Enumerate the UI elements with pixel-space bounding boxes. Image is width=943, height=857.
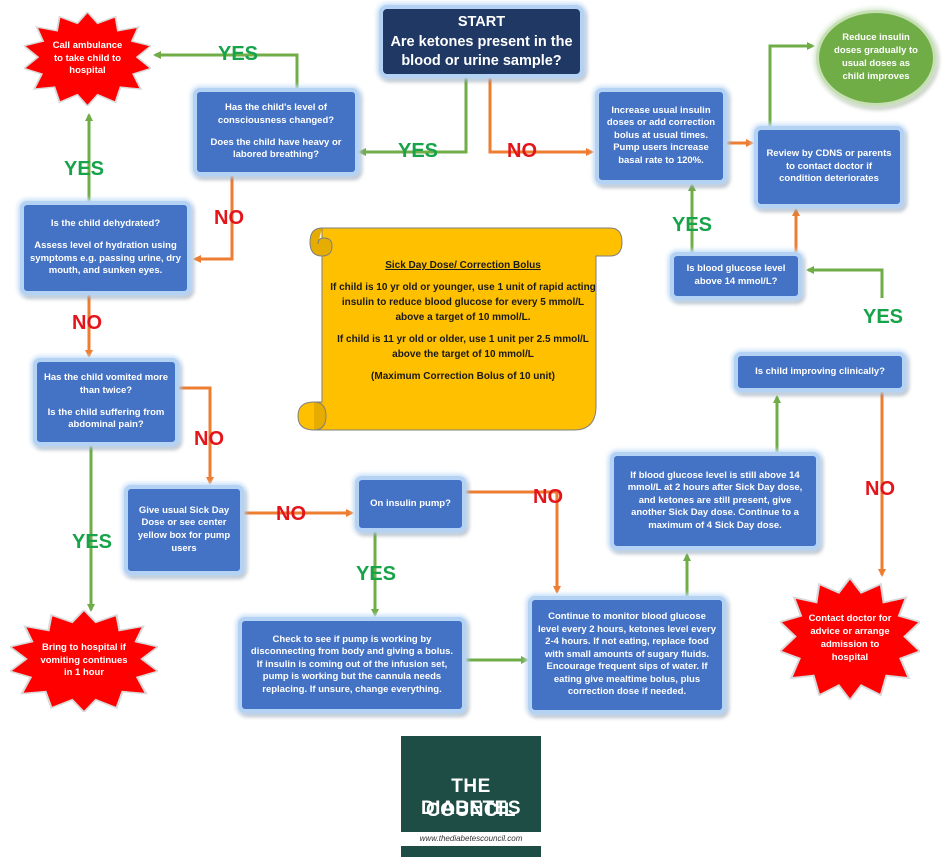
ambulance-burst: Call ambulance to take child to hospital — [24, 12, 151, 106]
abdominal-pain-question: Is the child suffering from abdominal pa… — [47, 406, 165, 431]
monitor-text: Continue to monitor blood glucose level … — [538, 611, 716, 698]
vomited-box: Has the child vomited more than twice? I… — [33, 358, 179, 446]
start-box: START Are ketones present in the blood o… — [379, 5, 584, 78]
start-question: Are ketones present in the blood or urin… — [390, 34, 573, 69]
no-label: NO — [214, 207, 244, 229]
yes-label: YES — [398, 140, 439, 162]
insulin-pump-question: On insulin pump? — [370, 497, 451, 509]
increase-insulin-text: Increase usual insulin doses or add corr… — [606, 104, 716, 166]
no-label: NO — [533, 486, 563, 508]
scroll-max-bolus: (Maximum Correction Bolus of 10 unit) — [371, 371, 555, 382]
start-heading: START — [457, 13, 506, 30]
burst-shape — [10, 610, 158, 712]
burst-shape — [24, 12, 151, 106]
dehydrated-question: Is the child dehydrated? — [50, 218, 161, 230]
bring-hospital-text: Bring to hospital if vomiting continues … — [40, 641, 128, 679]
yes-label: YES — [863, 306, 904, 328]
logo-line1: THE DIABETES — [420, 776, 522, 819]
no-label: NO — [507, 140, 537, 162]
glucose-above-question: Is blood glucose level above 14 mmol/L? — [686, 263, 786, 287]
logo-line2: COUNCIL — [425, 800, 517, 821]
no-label: NO — [276, 503, 306, 525]
scroll-title: Sick Day Dose/ Correction Bolus — [385, 260, 541, 271]
logo-url: www.thediabetescouncil.com — [401, 832, 541, 846]
ambulance-text: Call ambulance to take child to hospital — [52, 39, 123, 77]
review-box: Review by CDNS or parents to contact doc… — [754, 126, 904, 208]
give-sick-day-box: Give usual Sick Day Dose or see center y… — [124, 485, 244, 575]
consciousness-question: Has the child's level of consciousness c… — [217, 102, 335, 126]
breathing-question: Does the child have heavy or labored bre… — [210, 136, 342, 161]
monitor-box: Continue to monitor blood glucose level … — [528, 596, 726, 714]
review-text: Review by CDNS or parents to contact doc… — [766, 148, 892, 185]
contact-doctor-burst: Contact doctor for advice or arrange adm… — [780, 578, 920, 700]
improving-box: Is child improving clinically? — [734, 352, 906, 392]
yes-label: YES — [218, 43, 259, 65]
vomited-question: Has the child vomited more than twice? — [43, 372, 169, 396]
check-pump-box: Check to see if pump is working by disco… — [238, 617, 466, 713]
no-label: NO — [72, 312, 102, 334]
scroll-old-rule: If child is 11 yr old or older, use 1 un… — [337, 334, 589, 360]
no-label: NO — [194, 428, 224, 450]
no-label: NO — [865, 478, 895, 500]
reduce-insulin-oval: Reduce insulin doses gradually to usual … — [816, 10, 936, 106]
hydration-assessment: Assess level of hydration using symptoms… — [30, 239, 181, 277]
give-sick-day-text: Give usual Sick Day Dose or see center y… — [137, 504, 231, 554]
consciousness-box: Has the child's level of consciousness c… — [193, 88, 359, 176]
reduce-insulin-text: Reduce insulin doses gradually to usual … — [834, 32, 918, 82]
yes-label: YES — [672, 214, 713, 236]
burst-shape — [780, 578, 920, 700]
dehydrated-box: Is the child dehydrated? Assess level of… — [20, 201, 191, 295]
still-above-text: If blood glucose level is still above 14… — [627, 469, 803, 531]
diabetes-council-logo: THE DIABETES COUNCIL www.thediabetescoun… — [401, 736, 541, 857]
scroll-young-rule: If child is 10 yr old or younger, use 1 … — [330, 282, 596, 323]
glucose-above-box: Is blood glucose level above 14 mmol/L? — [670, 252, 802, 300]
increase-insulin-box: Increase usual insulin doses or add corr… — [595, 88, 727, 184]
sick-day-scroll: Sick Day Dose/ Correction Bolus If child… — [292, 220, 626, 436]
improving-question: Is child improving clinically? — [755, 365, 885, 377]
insulin-pump-box: On insulin pump? — [355, 476, 466, 532]
bring-hospital-burst: Bring to hospital if vomiting continues … — [10, 610, 158, 712]
yes-label: YES — [64, 158, 105, 180]
contact-doctor-text: Contact doctor for advice or arrange adm… — [808, 613, 892, 663]
check-pump-text: Check to see if pump is working by disco… — [250, 633, 454, 695]
scroll-shape — [297, 227, 623, 431]
still-above-box: If blood glucose level is still above 14… — [610, 452, 820, 550]
yes-label: YES — [356, 563, 397, 585]
yes-label: YES — [72, 531, 113, 553]
